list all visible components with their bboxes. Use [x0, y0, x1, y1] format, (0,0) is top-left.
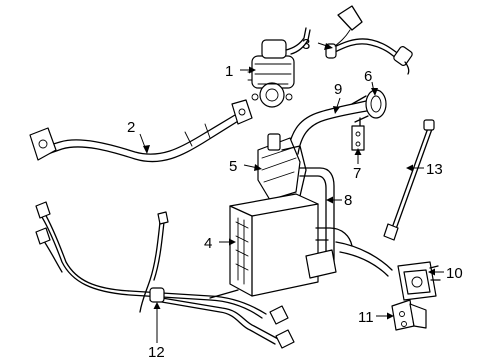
part-7-bracket — [351, 125, 365, 151]
callout-5: 5 — [229, 158, 237, 175]
callout-7: 7 — [353, 165, 361, 182]
part-11-bracket — [391, 299, 427, 331]
callout-2: 2 — [127, 119, 135, 136]
part-4-canister — [229, 193, 393, 297]
part-13-rod — [383, 119, 435, 241]
part-8-hose — [299, 167, 335, 263]
callout-1: 1 — [225, 63, 233, 80]
callout-10: 10 — [446, 265, 463, 282]
part-12-harness — [35, 201, 295, 349]
part-3-sensor-harness — [325, 5, 413, 75]
callout-leaders — [139, 42, 444, 343]
part-10-valve-bracket — [397, 261, 441, 301]
part-1-valve — [247, 27, 311, 108]
callout-3: 3 — [302, 36, 310, 53]
callout-8: 8 — [344, 192, 352, 209]
callout-9: 9 — [334, 81, 342, 98]
part-9-hose — [287, 99, 373, 155]
callout-13: 13 — [426, 161, 443, 178]
callout-12: 12 — [148, 344, 165, 360]
part-5-solenoid — [257, 133, 307, 201]
part-6-elbow — [351, 89, 387, 133]
callout-4: 4 — [204, 235, 212, 252]
part-2-tube — [29, 99, 253, 163]
callout-6: 6 — [364, 68, 372, 85]
callout-11: 11 — [358, 309, 374, 326]
